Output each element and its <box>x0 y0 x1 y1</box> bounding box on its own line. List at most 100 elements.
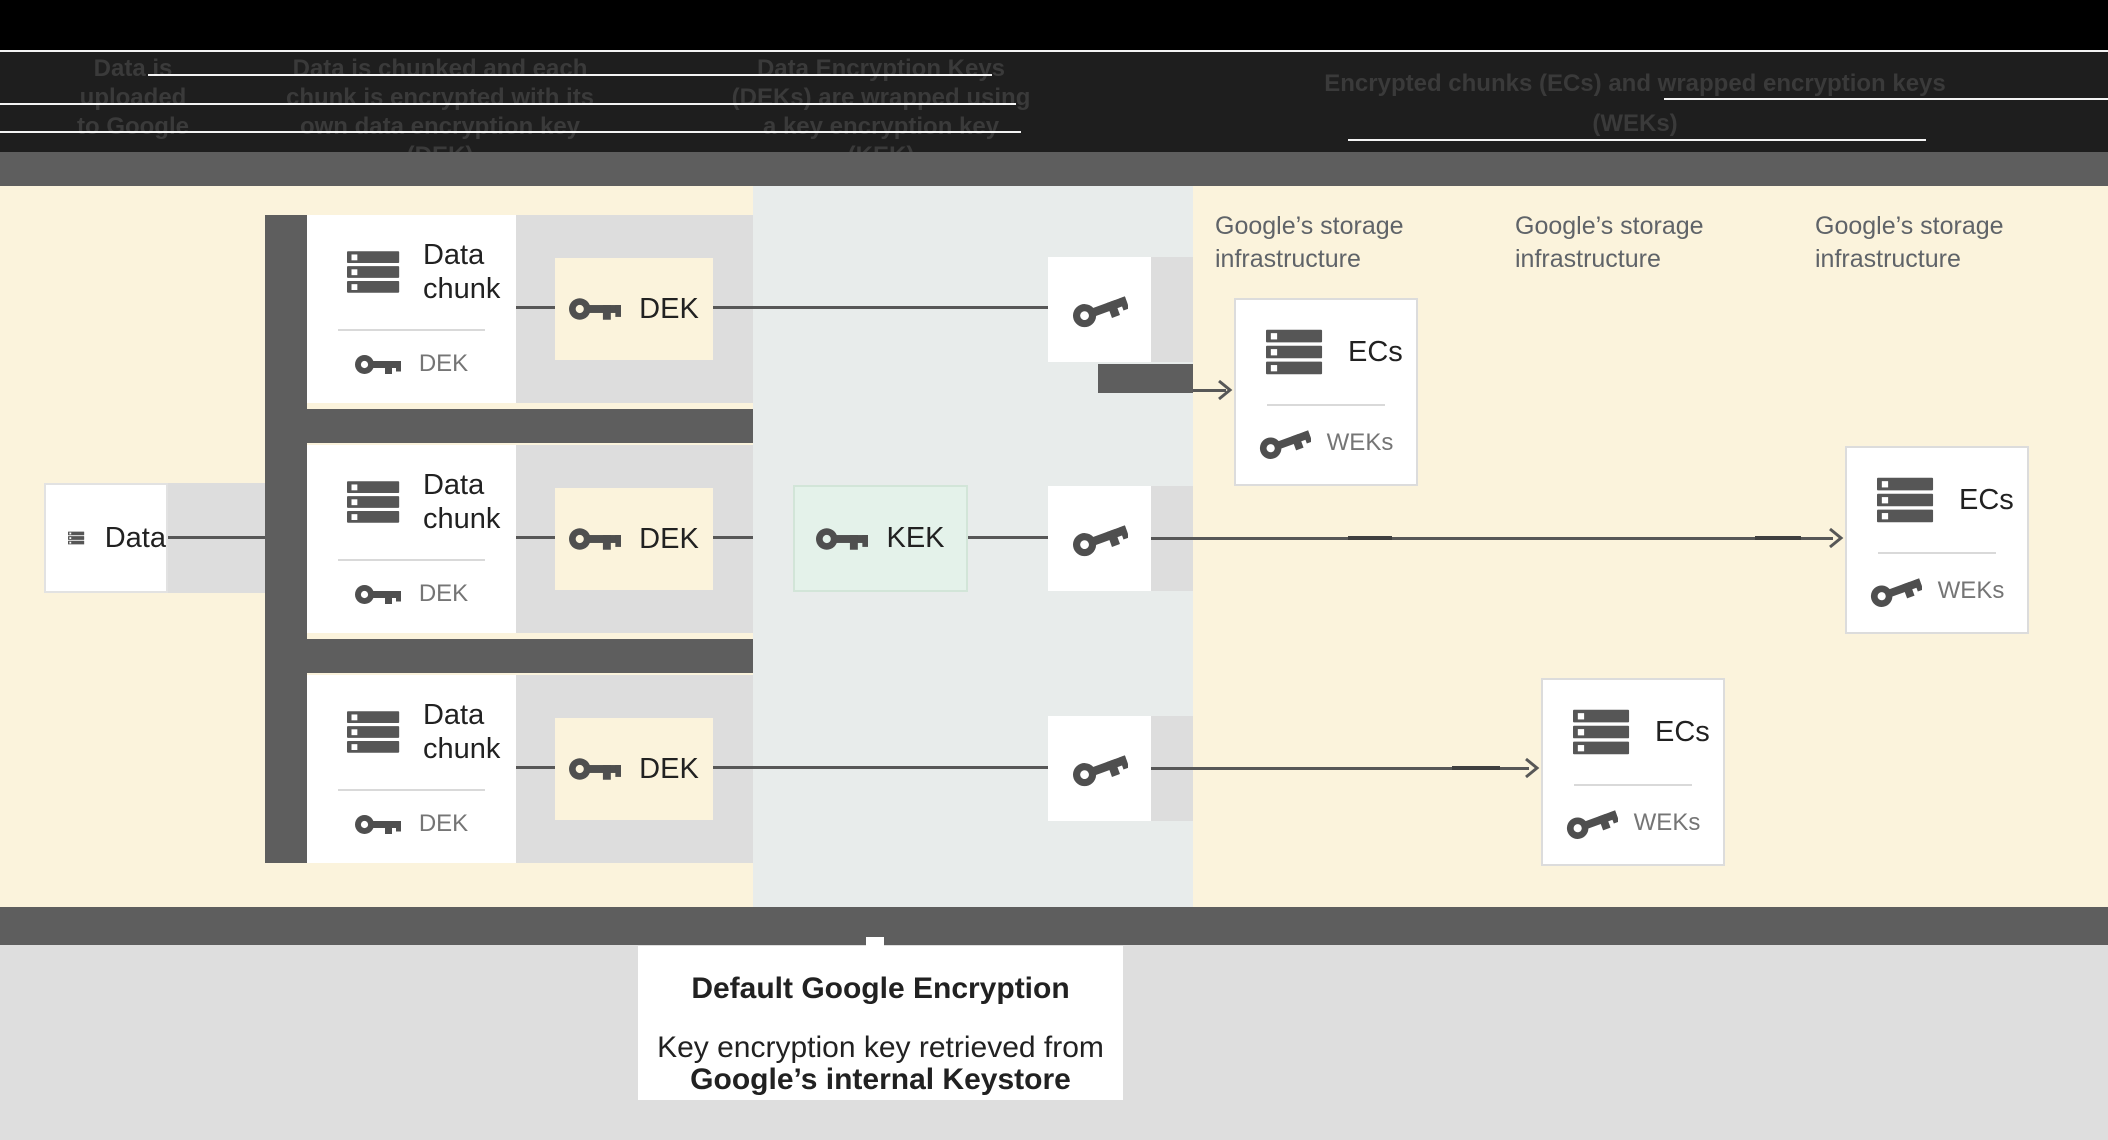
ec-key-label: WEKs <box>1937 577 2005 604</box>
dek-box-label: DEK <box>639 752 699 785</box>
key-wrap-box <box>1048 716 1151 821</box>
arrowhead-icon <box>1829 527 1844 549</box>
data-stack-icon <box>68 531 85 545</box>
bottom-separator-bar <box>0 907 2108 945</box>
trunk-bar <box>265 215 307 863</box>
dek-box: DEK <box>555 718 713 820</box>
storage-label-line: infrastructure <box>1215 245 1361 273</box>
chunk-key-section: DEK <box>307 561 516 627</box>
caption-title: Default Google Encryption <box>691 972 1070 1005</box>
connector-line <box>713 536 753 539</box>
tilted-key-icon <box>1565 805 1618 841</box>
header-divider-line <box>0 50 2108 52</box>
kek-key-icon <box>816 527 869 550</box>
annotation-line: Data Encryption Keys <box>756 55 1006 82</box>
top-separator-bar <box>0 152 2108 186</box>
storage-label-line: infrastructure <box>1815 245 1961 273</box>
tilted-key-icon <box>1071 289 1128 330</box>
data-stack-icon <box>1573 709 1630 755</box>
annotation-line: (DEKs) are wrapped using <box>731 84 1031 111</box>
annotation-line: chunk is encrypted with its <box>285 84 595 111</box>
connector-line <box>713 766 1048 769</box>
ec-label: ECs <box>1655 715 1710 748</box>
dek-box: DEK <box>555 258 713 360</box>
kek-box-label: KEK <box>886 522 945 554</box>
data-chunk-box: Data chunk DEK <box>307 215 516 403</box>
key-wrap-box <box>1048 257 1151 362</box>
dek-key-icon <box>569 528 622 550</box>
ec-top-section: ECs <box>1847 448 2027 552</box>
branch-bar <box>265 639 753 673</box>
chunk-title: Data chunk <box>422 469 501 535</box>
arrowhead-icon <box>1218 379 1233 401</box>
kek-box: KEK <box>793 485 968 592</box>
chunk-divider <box>338 789 485 791</box>
ec-top-section: ECs <box>1543 680 1723 784</box>
connector-band <box>1151 257 1193 362</box>
chunk-key-label: DEK <box>418 810 469 837</box>
data-stack-icon <box>1877 477 1934 523</box>
header-streak <box>0 131 1021 133</box>
storage-label-line: Google’s storage <box>1815 212 2004 240</box>
arrowhead-icon <box>1525 757 1540 779</box>
header-top-strip <box>0 0 2108 51</box>
branch-bar <box>265 409 753 443</box>
storage-label-line: infrastructure <box>1515 245 1661 273</box>
header-streak <box>1348 139 1926 141</box>
tilted-key-icon <box>1869 573 1922 609</box>
dek-key-icon <box>354 814 401 834</box>
arrow-line-ec1 <box>1193 389 1226 392</box>
storage-infrastructure-label: Google’s storage infrastructure <box>1515 210 1765 276</box>
ec-box: ECs WEKs <box>1234 298 1418 486</box>
storage-infrastructure-label: Google’s storage infrastructure <box>1815 210 2065 276</box>
storage-label-line: Google’s storage <box>1215 212 1404 240</box>
annotation-line: Data is chunked and each <box>292 55 588 82</box>
annotation-line: uploaded <box>79 84 187 111</box>
caption-body-line: Google’s internal Keystore <box>690 1063 1071 1096</box>
chunk-top-section: Data chunk <box>307 445 516 559</box>
dek-box-label: DEK <box>639 292 699 325</box>
caption-connector-notch <box>866 937 884 947</box>
storage-label-line: Google’s storage <box>1515 212 1704 240</box>
chunk-title: Data chunk <box>422 239 501 305</box>
ec-divider <box>1878 552 1996 554</box>
connector-line <box>168 536 265 539</box>
arrow-line-segment <box>1452 766 1500 770</box>
arrow-line-ec2 <box>1151 537 1833 540</box>
chunk-key-section: DEK <box>307 791 516 857</box>
data-box: Data <box>44 483 168 593</box>
data-chunk-box: Data chunk DEK <box>307 445 516 633</box>
ec-box: ECs WEKs <box>1845 446 2029 634</box>
annotation-line: to Google <box>77 113 189 140</box>
data-stack-icon <box>1266 329 1323 375</box>
ec-label: ECs <box>1348 335 1403 368</box>
dek-key-icon <box>354 584 401 604</box>
chunk-key-section: DEK <box>307 331 516 397</box>
ec-key-label: WEKs <box>1326 429 1394 456</box>
storage-infrastructure-label: Google’s storage infrastructure <box>1215 210 1465 276</box>
data-stack-icon <box>347 711 400 753</box>
annotation-line: Encrypted chunks (ECs) and wrapped encry… <box>1324 70 1946 137</box>
connector-line <box>516 536 555 539</box>
connector-line <box>516 306 555 309</box>
ec-top-section: ECs <box>1236 300 1416 404</box>
dek-box: DEK <box>555 488 713 590</box>
ec-key-section: WEKs <box>1236 406 1416 480</box>
tilted-key-icon <box>1071 748 1128 789</box>
wrap-output-bar <box>1098 364 1193 393</box>
ec-key-section: WEKs <box>1543 786 1723 860</box>
header-streak <box>1664 98 2108 100</box>
tilted-key-icon <box>1258 425 1311 461</box>
data-box-label: Data <box>104 521 166 554</box>
chunk-key-label: DEK <box>418 350 469 377</box>
data-stack-icon <box>347 251 400 293</box>
header-streak <box>148 74 992 76</box>
caption-box: Default Google Encryption Key encryption… <box>638 946 1123 1100</box>
header-streak <box>0 103 1016 105</box>
connector-line <box>713 306 1048 309</box>
caption-body-line: Key encryption key retrieved from <box>657 1031 1104 1064</box>
ec-label: ECs <box>1959 483 2014 516</box>
arrow-line-segment <box>1348 536 1392 540</box>
chunk-top-section: Data chunk <box>307 675 516 789</box>
